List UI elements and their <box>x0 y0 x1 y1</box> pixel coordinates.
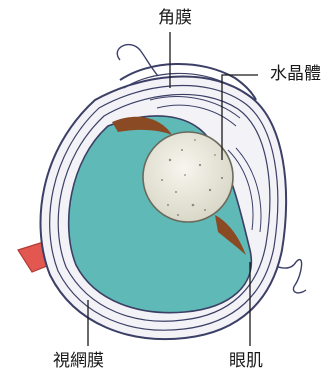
cornea-label: 角膜 <box>158 10 192 27</box>
retina-label: 視網膜 <box>53 353 104 370</box>
eye-muscle-label: 眼肌 <box>229 353 263 370</box>
lens <box>143 132 233 222</box>
lens-label: 水晶體 <box>270 66 321 83</box>
